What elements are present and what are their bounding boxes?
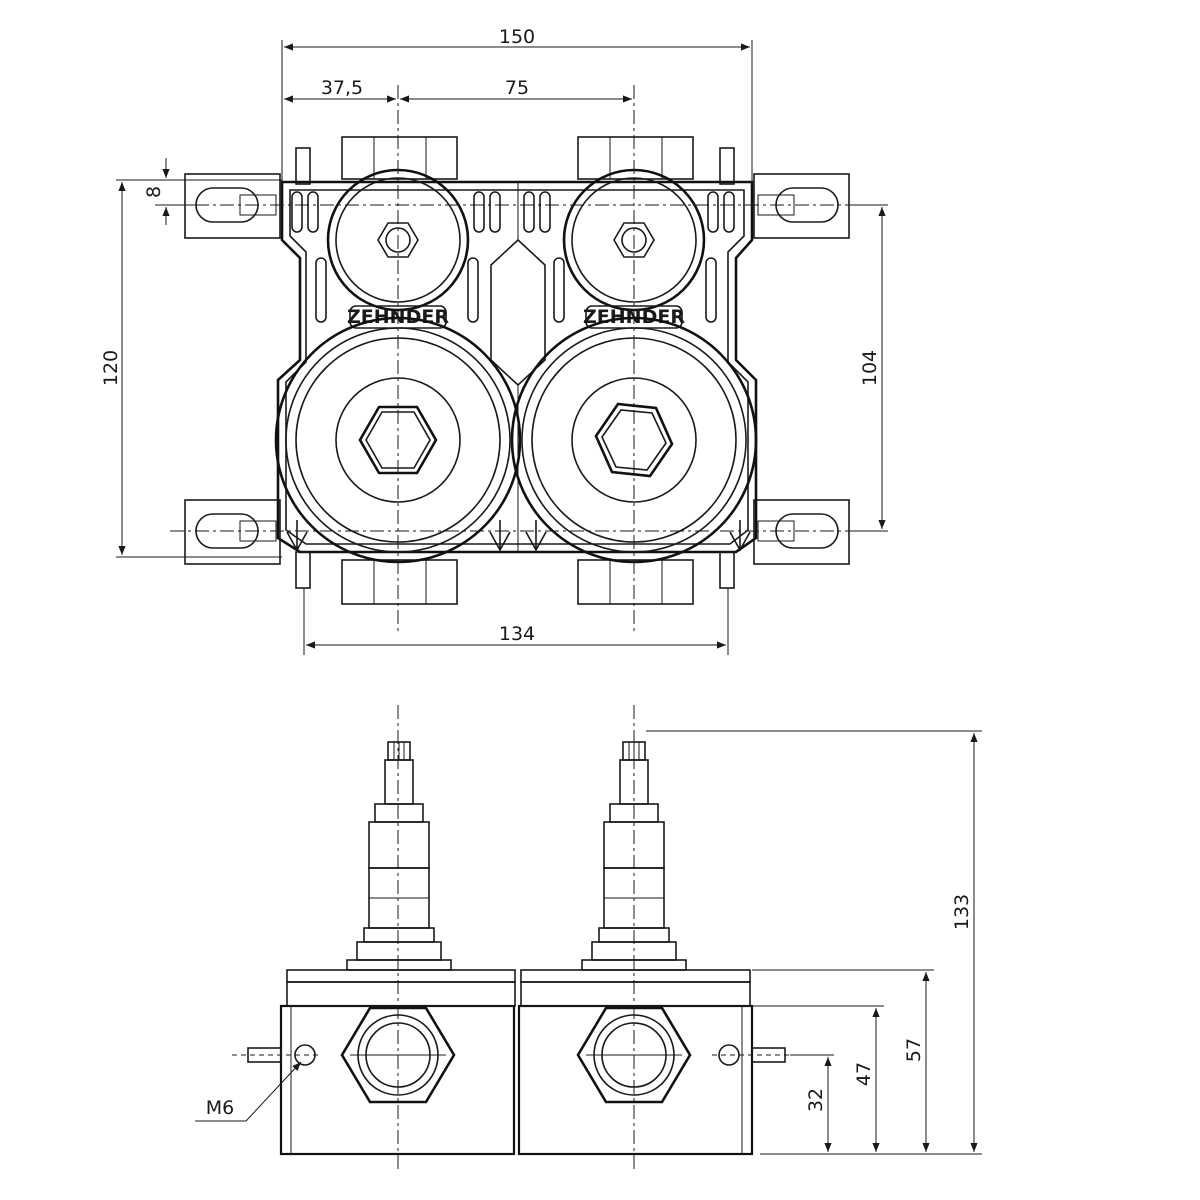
bottom-port-left — [341, 559, 458, 605]
side-cover-plate-left — [286, 969, 516, 983]
dim-overall-width: 150 — [499, 26, 535, 48]
dim-center-spacing: 75 — [505, 77, 529, 99]
guide-pins — [295, 147, 735, 589]
mounting-lug-bottom-right — [753, 499, 850, 565]
dim-height-overall: 120 — [100, 350, 122, 386]
center-divider — [490, 238, 546, 387]
mounting-lug-bottom-left — [184, 499, 281, 565]
top-view-housing-outline — [276, 180, 758, 554]
thread-label-m6: M6 — [206, 1097, 234, 1119]
top-view: ZEHNDER ZEHNDER — [100, 26, 888, 655]
dim-screw-height: 32 — [805, 1088, 827, 1112]
dim-body-height: 57 — [903, 1038, 925, 1062]
mounting-lug-top-left — [184, 173, 281, 239]
dim-port-height: 47 — [853, 1062, 875, 1086]
dim-slot-height: 104 — [859, 350, 881, 386]
bottom-port-right — [577, 559, 694, 605]
side-cover-plate-right — [520, 969, 751, 983]
side-body-right — [517, 1004, 754, 1156]
mounting-lug-top-right — [753, 173, 850, 239]
dim-total-height: 133 — [951, 894, 973, 930]
spindle-left — [346, 741, 452, 971]
rib-slots — [291, 191, 735, 323]
top-port-left — [341, 136, 458, 180]
top-port-right — [577, 136, 694, 180]
dim-slot-offset: 8 — [143, 186, 165, 198]
dim-bottom-width: 134 — [499, 623, 535, 645]
dim-left-offset: 37,5 — [321, 77, 363, 99]
flow-arrows — [286, 520, 751, 552]
side-view: M6 133 57 47 32 — [195, 705, 982, 1170]
top-view-inner-outline — [285, 189, 749, 545]
